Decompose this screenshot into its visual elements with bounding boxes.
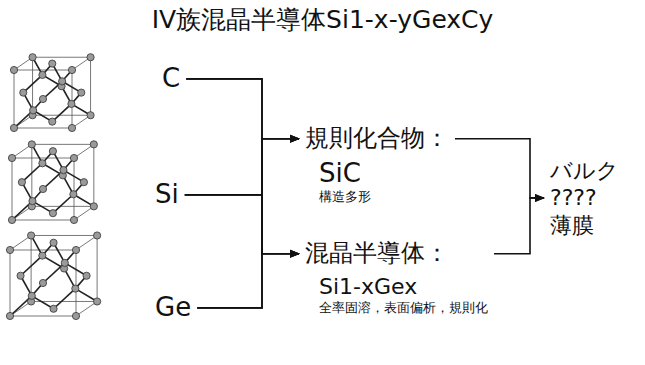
diamond-lattice <box>8 141 97 224</box>
flow-connector <box>185 195 299 254</box>
diamond-lattice <box>10 54 94 132</box>
flow-connector <box>197 254 299 308</box>
node-text: 構造多形 <box>319 190 449 205</box>
node-heading: Si <box>155 180 179 210</box>
element-label: Ge <box>155 293 191 323</box>
diamond-lattice <box>6 232 100 320</box>
material-class: 規則化合物： SiC構造多形 <box>305 125 449 205</box>
flow-connector <box>186 79 299 254</box>
node-heading: 規則化合物： <box>305 125 449 153</box>
element-label: C <box>162 64 180 94</box>
node-heading: 混晶半導体： <box>305 240 488 268</box>
node-text: 薄膜 <box>550 213 619 238</box>
flow-connector <box>494 198 544 254</box>
flow-connector <box>185 139 299 195</box>
flow-connector <box>455 139 544 198</box>
element-label: Si <box>155 180 179 210</box>
node-text: 全率固溶，表面偏析，規則化 <box>319 301 488 316</box>
result-box: バルク???? 薄膜 <box>550 158 619 238</box>
node-heading: C <box>162 64 180 94</box>
material-class: 混晶半導体： Si1-xGex 全率固溶，表面偏析，規則化 <box>305 240 488 316</box>
node-text: ???? <box>550 185 619 210</box>
node-heading: バルク <box>550 158 619 183</box>
diagram-title: IV族混晶半導体Si1-x-yGexCy <box>0 6 645 35</box>
flow-connector <box>186 79 299 139</box>
node-text: Si1-xGex <box>319 274 488 299</box>
flow-connector <box>197 139 299 308</box>
node-heading: Ge <box>155 293 191 323</box>
node-text: SiC <box>319 159 449 189</box>
